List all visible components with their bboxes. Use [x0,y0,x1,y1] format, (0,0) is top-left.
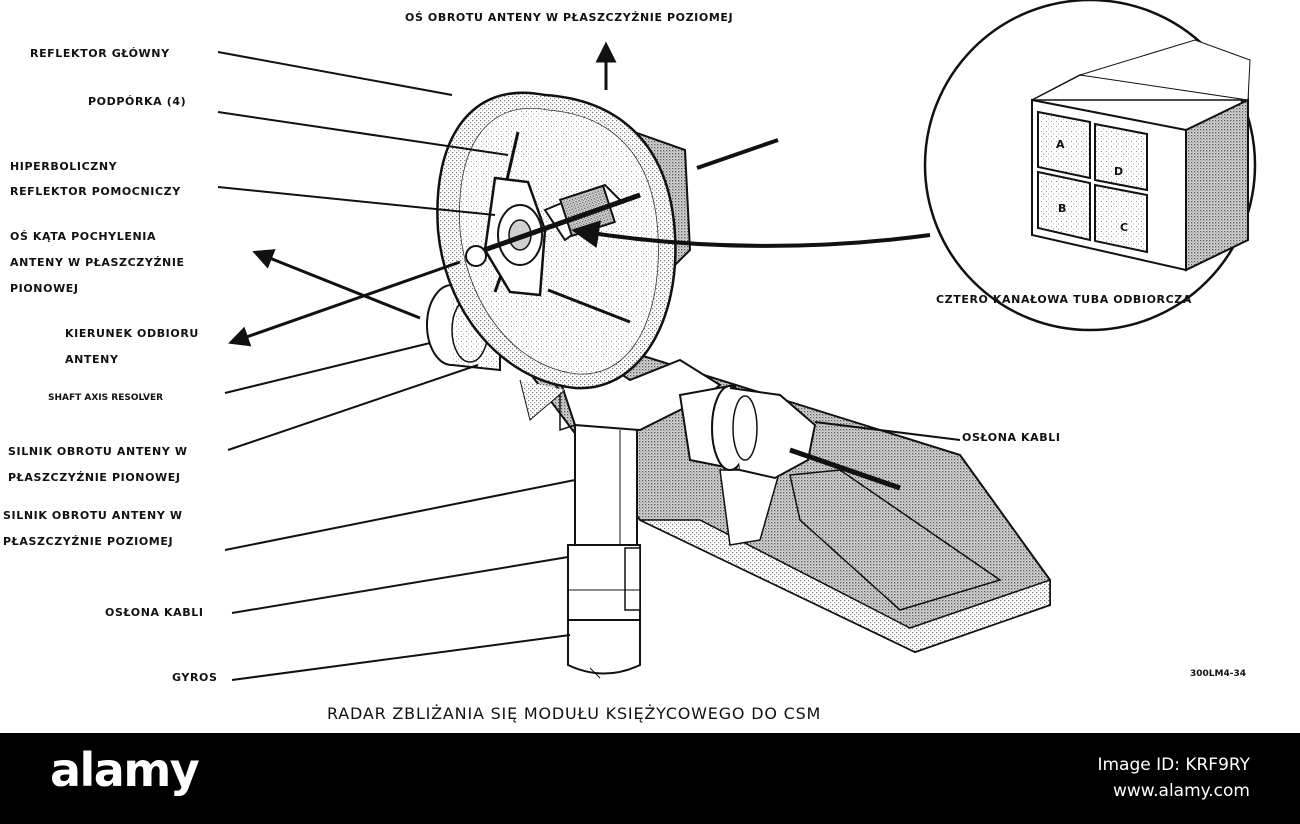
radar-illustration [217,0,1257,681]
label-receive-direction-line2: ANTENY [65,353,119,366]
feed-horn-inset [923,0,1257,332]
leader-lines [217,51,961,681]
label-tilt-axis-line2: ANTENY W PŁASZCZYŹNIE [10,256,185,269]
figure-code: 300LM4-34 [1190,669,1246,679]
site-url: www.alamy.com [1112,781,1250,801]
arrows [228,41,931,347]
label-hyperbolic-reflector-line1: HIPERBOLICZNY [10,160,118,173]
label-azimuth-motor-line1: SILNIK OBROTU ANTENY W [3,509,183,522]
channel-label-b: B [1058,202,1067,215]
watermark-bar: alamy Image ID: KRF9RY www.alamy.com [0,733,1300,824]
label-azimuth-motor-line2: PŁASZCZYŹNIE POZIOMEJ [3,535,174,548]
label-receive-direction-line1: KIERUNEK ODBIORU [65,327,199,340]
channel-c [1094,183,1148,254]
channel-d [1094,122,1148,192]
azimuth-column [567,419,641,679]
diagram-caption: RADAR ZBLIŻANIA SIĘ MODUŁU KSIĘŻYCOWEGO … [327,704,822,723]
label-feed-horn: CZTERO KANAŁOWA TUBA ODBIORCZA [936,293,1192,306]
label-hyperbolic-reflector-line2: REFLEKTOR POMOCNICZY [10,185,181,198]
channel-label-c: C [1120,221,1129,234]
label-tilt-axis-line1: OŚ KĄTA POCHYLENIA [10,230,157,243]
image-id: Image ID: KRF9RY [1097,755,1250,775]
channel-label-d: D [1114,165,1124,178]
cable-housing-right [678,383,901,491]
label-cable-cover-right: OSŁONA KABLI [962,431,1061,444]
channel-label-a: A [1056,138,1066,151]
label-strut: PODPÓRKA (4) [88,95,187,108]
label-gyros: GYROS [172,671,218,684]
label-cable-cover-left: OSŁONA KABLI [105,606,204,619]
channel-a [1037,110,1091,180]
alamy-logo: alamy [50,743,200,797]
channel-b [1037,170,1091,242]
radar-diagram: OŚ OBROTU ANTENY W PŁASZCZYŹNIE POZIOMEJ… [3,0,1257,723]
label-tilt-motor-line2: PŁASZCZYŹNIE PIONOWEJ [8,471,181,484]
label-shaft-resolver: SHAFT AXIS RESOLVER [48,393,164,403]
label-azimuth-axis: OŚ OBROTU ANTENY W PŁASZCZYŹNIE POZIOMEJ [405,11,734,24]
label-main-reflector: REFLEKTOR GŁÓWNY [30,47,170,60]
label-tilt-motor-line1: SILNIK OBROTU ANTENY W [8,445,188,458]
label-tilt-axis-line3: PIONOWEJ [10,282,79,295]
